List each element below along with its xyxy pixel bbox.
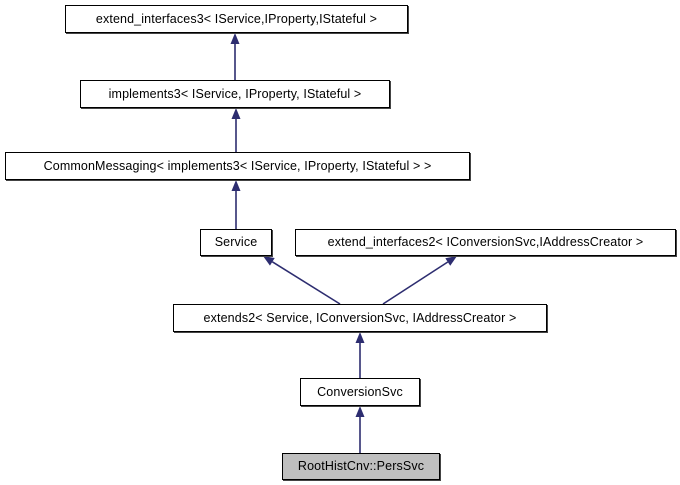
edge-extends2-to-extend_interfaces2 (382, 256, 457, 305)
class-node-label: implements3< IService, IProperty, IState… (108, 86, 362, 101)
class-node-extend_interfaces3[interactable]: extend_interfaces3< IService,IProperty,I… (65, 5, 408, 33)
arrowhead-icon (231, 180, 241, 191)
arrowhead-icon (231, 108, 241, 119)
edge-implements3-to-extend_interfaces3 (230, 33, 240, 80)
class-node-label: CommonMessaging< implements3< IService, … (43, 158, 432, 173)
edge-shaft (271, 261, 341, 305)
arrowhead-icon (355, 406, 365, 417)
class-node-CommonMessaging[interactable]: CommonMessaging< implements3< IService, … (5, 152, 470, 180)
class-node-label: RootHistCnv::PersSvc (297, 459, 425, 474)
class-node-implements3[interactable]: implements3< IService, IProperty, IState… (80, 80, 390, 108)
class-node-label: extend_interfaces3< IService,IProperty,I… (95, 11, 378, 26)
class-node-label: extends2< Service, IConversionSvc, IAddr… (203, 310, 517, 325)
class-node-extend_interfaces2[interactable]: extend_interfaces2< IConversionSvc,IAddr… (295, 229, 676, 256)
class-node-label: Service (214, 235, 258, 250)
edge-commonmessaging-to-implements3 (231, 108, 241, 152)
edge-extends2-to-service (263, 256, 341, 305)
arrowhead-icon (355, 332, 365, 343)
edge-conversionsvc-to-extends2 (355, 332, 365, 378)
class-node-extends2[interactable]: extends2< Service, IConversionSvc, IAddr… (173, 304, 547, 332)
edge-perssvc-to-conversionsvc (355, 406, 365, 453)
class-node-RootHistCnv_PersSvc[interactable]: RootHistCnv::PersSvc (282, 453, 440, 480)
class-node-ConversionSvc[interactable]: ConversionSvc (300, 378, 420, 406)
arrowhead-icon (263, 256, 275, 266)
edge-service-to-commonmessaging (231, 180, 241, 229)
class-node-label: extend_interfaces2< IConversionSvc,IAddr… (327, 235, 644, 250)
arrowhead-icon (230, 33, 240, 44)
class-node-Service[interactable]: Service (200, 229, 272, 256)
arrowhead-icon (445, 256, 457, 266)
edge-shaft (382, 261, 449, 305)
class-node-label: ConversionSvc (317, 384, 403, 399)
